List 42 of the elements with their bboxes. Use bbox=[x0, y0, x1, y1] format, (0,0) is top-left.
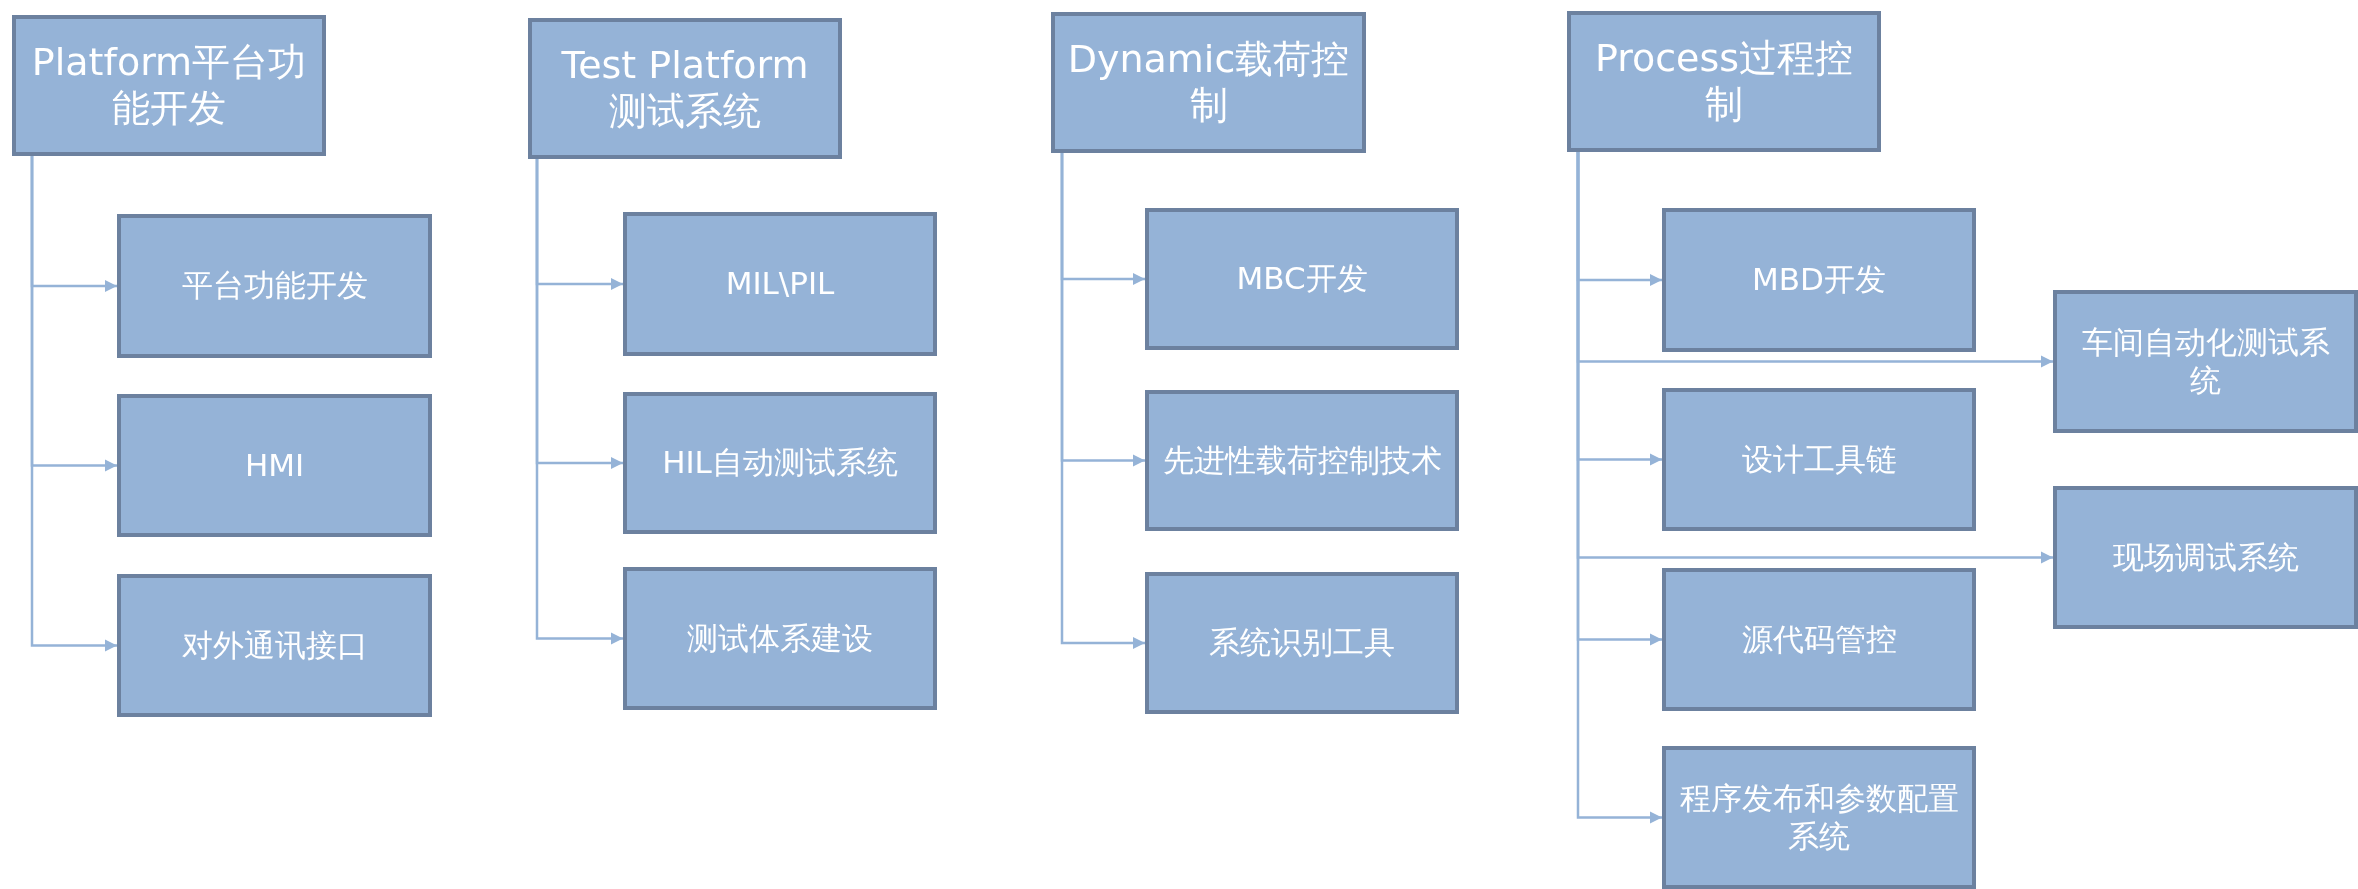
item-box bbox=[1662, 208, 1976, 352]
box-label: 现场调试系统 bbox=[2112, 538, 2299, 577]
box-label: MBD开发 bbox=[1752, 261, 1886, 299]
item-box bbox=[1145, 208, 1459, 350]
item-box bbox=[2053, 290, 2358, 433]
item-box bbox=[117, 574, 432, 717]
box-label: 先进性载荷控制技术 bbox=[1162, 441, 1442, 480]
item-box bbox=[1145, 572, 1459, 714]
connector-arrow bbox=[535, 159, 623, 645]
box-label: 系统识别工具 bbox=[1209, 624, 1395, 662]
category-box bbox=[1051, 12, 1366, 153]
box-label: HIL自动测试系统 bbox=[662, 444, 898, 482]
item-box bbox=[1662, 388, 1976, 531]
item-box bbox=[1662, 746, 1976, 889]
item-box bbox=[1145, 390, 1459, 531]
box-label: Process过程控制 bbox=[1593, 35, 1855, 128]
connector-arrow bbox=[30, 156, 117, 652]
connector-arrow bbox=[1060, 153, 1145, 650]
category-box bbox=[1567, 11, 1881, 152]
box-label: Test Platform 测试系统 bbox=[560, 42, 810, 135]
item-box bbox=[623, 567, 937, 710]
category-box bbox=[528, 18, 842, 159]
item-box bbox=[623, 212, 937, 356]
box-label: MBC开发 bbox=[1236, 260, 1368, 298]
box-label: 程序发布和参数配置系统 bbox=[1678, 780, 1960, 855]
box-label: 平台功能开发 bbox=[181, 267, 368, 305]
box-label: 测试体系建设 bbox=[687, 619, 873, 658]
box-label: MIL\PIL bbox=[725, 265, 835, 303]
box-label: 设计工具链 bbox=[1741, 440, 1897, 479]
item-box bbox=[1662, 568, 1976, 711]
category-box bbox=[12, 15, 326, 156]
box-label: HMI bbox=[244, 446, 305, 485]
item-box bbox=[2053, 486, 2358, 629]
item-box bbox=[623, 392, 937, 534]
box-label: 源代码管控 bbox=[1741, 620, 1897, 659]
box-label: Platform平台功能开发 bbox=[30, 39, 308, 132]
connector-arrow bbox=[1576, 152, 1662, 824]
box-label: Dynamic载荷控制 bbox=[1066, 36, 1351, 129]
item-box bbox=[117, 394, 432, 537]
box-label: 对外通讯接口 bbox=[181, 626, 368, 665]
item-box bbox=[117, 214, 432, 358]
box-label: 车间自动化测试系统 bbox=[2080, 324, 2331, 399]
